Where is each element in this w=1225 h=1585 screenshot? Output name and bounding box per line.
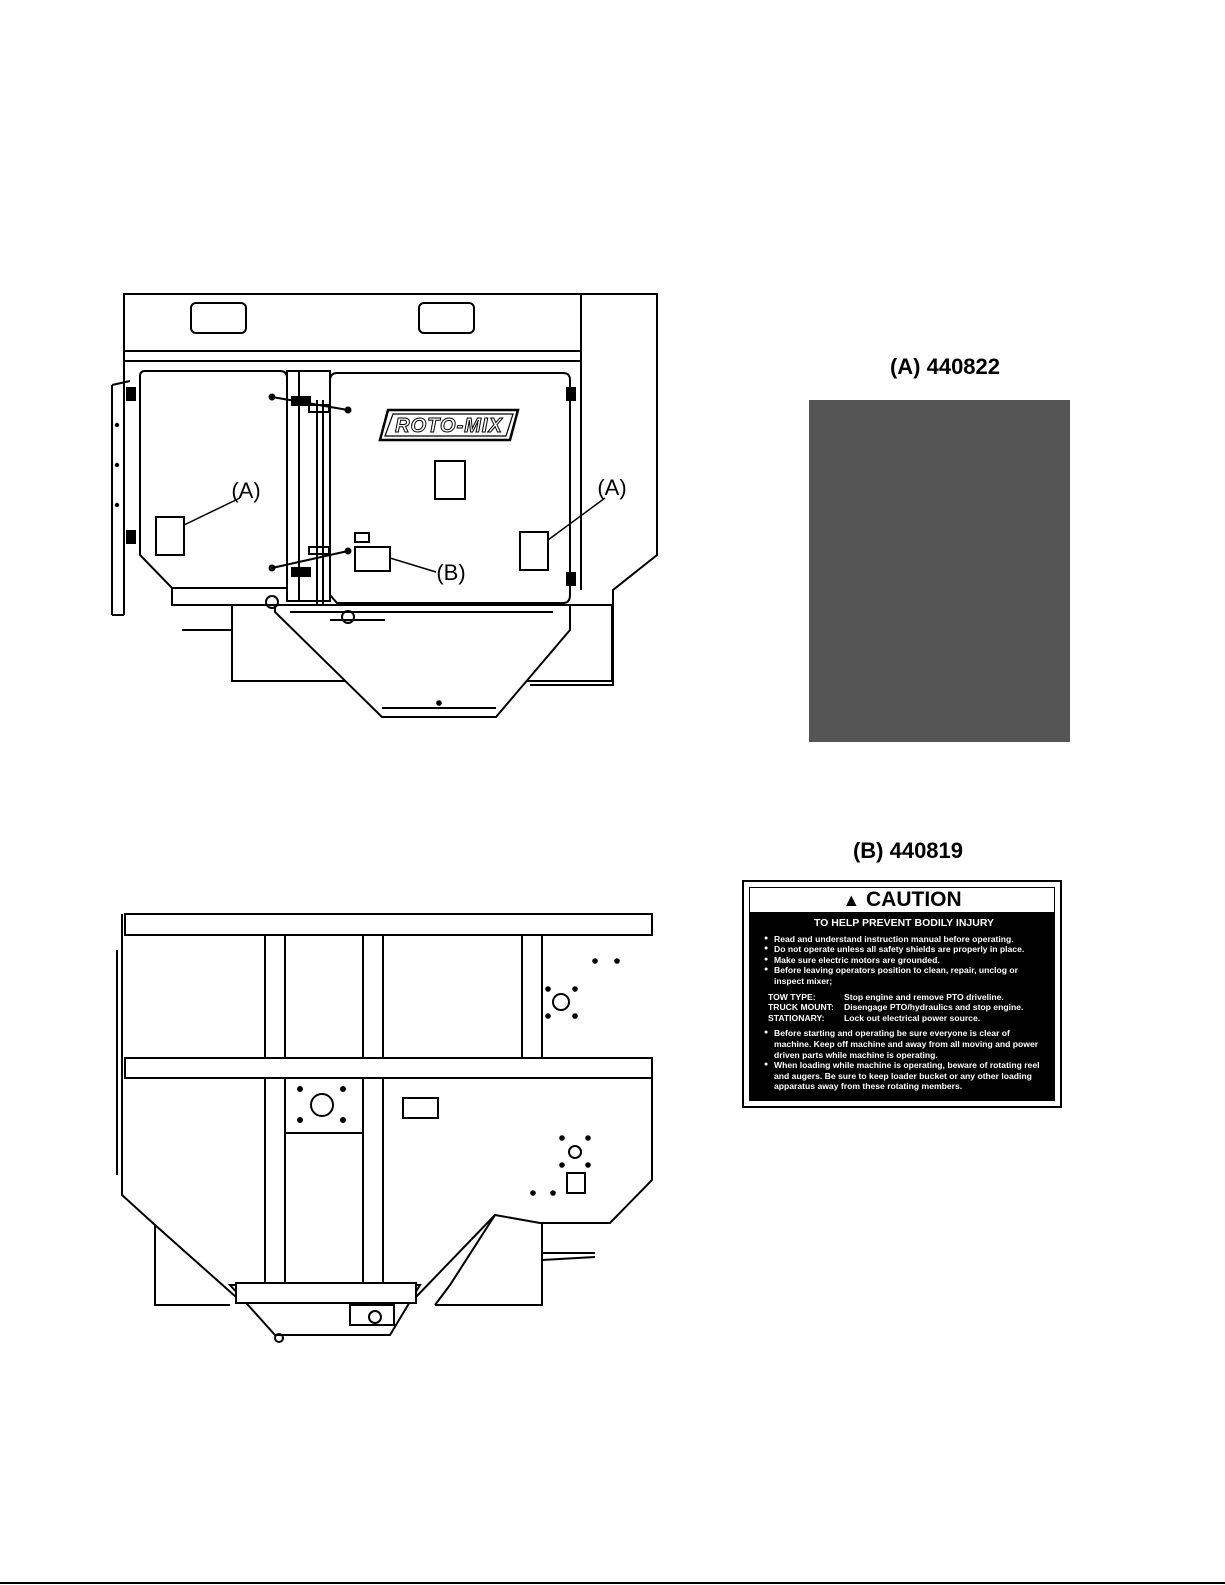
caution-mode-text: Lock out electrical power source.	[844, 1012, 981, 1023]
caution-item: Before leaving operators position to cle…	[764, 965, 1044, 986]
callout-a-left: (A)	[231, 478, 260, 503]
caution-item: Do not operate unless all safety shields…	[764, 944, 1044, 955]
callout-a-right: (A)	[597, 475, 626, 500]
mixer-front-view-diagram: ROTO-MIX (A) (A) (B)	[111, 293, 658, 718]
decal-a-image	[809, 400, 1070, 742]
caution-mode-label: STATIONARY:	[768, 1012, 825, 1023]
decal-a-title: (A) 440822	[889, 354, 1001, 379]
decal-b-title: (B) 440819	[852, 838, 964, 863]
warning-triangle-icon: ▲	[842, 890, 861, 910]
caution-item: Read and understand instruction manual b…	[764, 934, 1044, 945]
caution-mode-label: TOW TYPE:	[768, 991, 816, 1002]
caution-mode-label: TRUCK MOUNT:	[768, 1002, 834, 1013]
callout-b: (B)	[436, 560, 465, 585]
caution-mode-text: Stop engine and remove PTO driveline.	[844, 991, 1004, 1002]
roto-mix-logo-text: ROTO-MIX	[395, 415, 503, 437]
caution-mode-row: STATIONARY: Lock out electrical power so…	[768, 1013, 1044, 1024]
caution-item: Before starting and operating be sure ev…	[764, 1028, 1044, 1060]
mixer-rear-view-diagram	[116, 913, 653, 1343]
caution-mode-row: TRUCK MOUNT: Disengage PTO/hydraulics an…	[768, 1002, 1044, 1013]
caution-decal: ▲ CAUTION TO HELP PREVENT BODILY INJURY …	[742, 880, 1062, 1108]
caution-header: ▲ CAUTION	[750, 888, 1054, 912]
caution-item: When loading while machine is operating,…	[764, 1060, 1044, 1092]
decal-a-location-left	[155, 516, 185, 556]
decal-b-location	[354, 546, 391, 572]
caution-subheader: TO HELP PREVENT BODILY INJURY	[813, 917, 995, 929]
caution-item: Make sure electric motors are grounded.	[764, 955, 1044, 966]
caution-mode-text: Disengage PTO/hydraulics and stop engine…	[844, 1002, 1024, 1013]
decal-a-location-right	[519, 531, 549, 571]
page-bottom-rule	[0, 1582, 1225, 1584]
caution-header-text: CAUTION	[866, 888, 962, 911]
caution-mode-row: TOW TYPE: Stop engine and remove PTO dri…	[768, 992, 1044, 1003]
